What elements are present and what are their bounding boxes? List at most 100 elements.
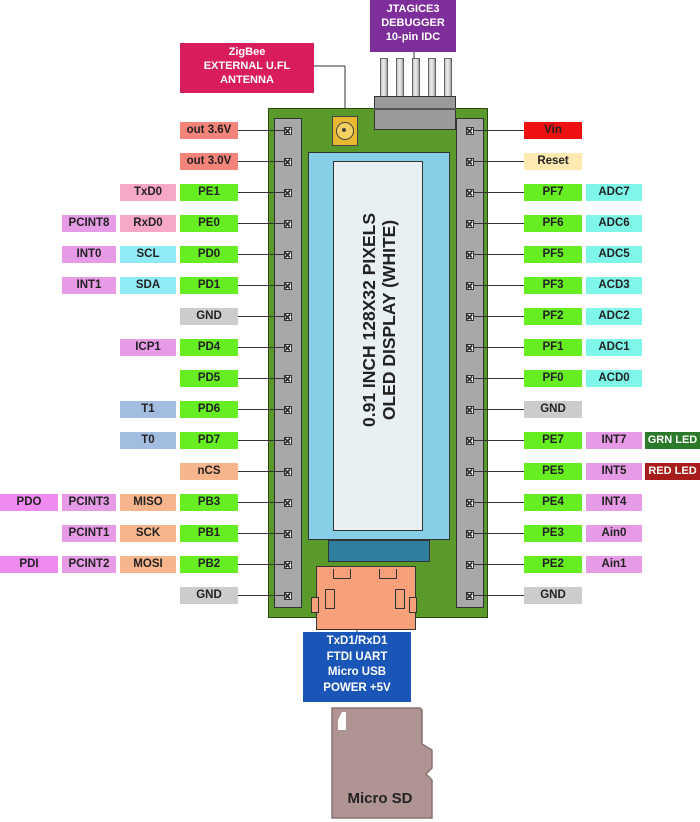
right-pin-leader — [474, 440, 524, 441]
right-pin-leader — [474, 409, 524, 410]
right-pin-leader — [474, 161, 524, 162]
oled-screen — [333, 161, 423, 531]
left-pin-pad — [284, 281, 292, 290]
right-pin-label-int7: INT7 — [586, 432, 642, 449]
left-pin-pad — [284, 219, 292, 228]
left-pin-pad — [284, 436, 292, 445]
left-pin-leader — [238, 502, 284, 503]
left-pin-label-pd6: PD6 — [180, 401, 238, 418]
ufl-connector — [332, 116, 358, 146]
left-pin-label-int0: INT0 — [62, 246, 116, 263]
left-pin-leader — [238, 161, 284, 162]
right-pin-label-pe5: PE5 — [524, 463, 582, 480]
left-pin-pad — [284, 405, 292, 414]
left-pin-leader — [238, 471, 284, 472]
left-pin-leader — [238, 440, 284, 441]
left-pin-pad — [284, 374, 292, 383]
oled-display — [308, 152, 450, 540]
right-pin-label-pe7: PE7 — [524, 432, 582, 449]
left-pin-label-pdo: PDO — [0, 494, 58, 511]
left-pin-leader — [238, 254, 284, 255]
left-pin-leader — [238, 347, 284, 348]
right-pin-leader — [474, 316, 524, 317]
right-pin-pad — [466, 560, 474, 569]
left-pin-pad — [284, 498, 292, 507]
micro-sd-label: Micro SD — [347, 790, 413, 807]
left-pin-label-icp1: ICP1 — [120, 339, 176, 356]
right-pin-pad — [466, 126, 474, 135]
right-pin-leader — [474, 564, 524, 565]
right-pin-label-adc5: ADC5 — [586, 246, 642, 263]
left-pin-label-pd7: PD7 — [180, 432, 238, 449]
jtag-pin — [380, 58, 388, 100]
left-pin-label-out-3-0v: out 3.0V — [180, 153, 238, 170]
left-pin-pad — [284, 312, 292, 321]
left-pin-leader — [238, 223, 284, 224]
zigbee-line-3: ANTENNA — [220, 74, 274, 86]
left-pin-label-pd0: PD0 — [180, 246, 238, 263]
right-pin-label-adc2: ADC2 — [586, 308, 642, 325]
left-pin-label-pcint2: PCINT2 — [62, 556, 116, 573]
right-pin-label-adc7: ADC7 — [586, 184, 642, 201]
right-pin-label-gnd: GND — [524, 401, 582, 418]
zigbee-line-2: EXTERNAL U.FL — [203, 60, 291, 72]
micro-usb-connector — [311, 566, 417, 630]
right-pin-pad — [466, 591, 474, 600]
display-ribbon — [328, 540, 430, 562]
left-pin-label-rxd0: RxD0 — [120, 215, 176, 232]
led-label-grn-led: GRN LED — [645, 432, 700, 449]
left-pin-pad — [284, 188, 292, 197]
right-pin-pad — [466, 281, 474, 290]
left-pin-leader — [238, 595, 284, 596]
right-pin-label-vin: Vin — [524, 122, 582, 139]
jtag-line-2: DEBUGGER — [381, 17, 445, 29]
left-pin-label-pcint8: PCINT8 — [62, 215, 116, 232]
right-pin-pad — [466, 405, 474, 414]
right-pin-label-int4: INT4 — [586, 494, 642, 511]
left-pin-label-gnd: GND — [180, 587, 238, 604]
right-pin-pad — [466, 250, 474, 259]
right-pin-pad — [466, 343, 474, 352]
left-pin-leader — [238, 130, 284, 131]
jtag-callout: JTAGICE3 DEBUGGER 10-pin IDC — [370, 0, 456, 52]
left-pin-label-pdi: PDI — [0, 556, 58, 573]
left-pin-pad — [284, 560, 292, 569]
right-pin-label-adc6: ADC6 — [586, 215, 642, 232]
left-pin-label-pd4: PD4 — [180, 339, 238, 356]
right-pin-pad — [466, 219, 474, 228]
left-pin-label-pcint1: PCINT1 — [62, 525, 116, 542]
left-pin-leader — [238, 316, 284, 317]
micro-sd-card — [331, 707, 433, 819]
right-pin-label-pe4: PE4 — [524, 494, 582, 511]
left-pin-pad — [284, 529, 292, 538]
right-pin-header — [456, 118, 484, 608]
usb-line-4: POWER +5V — [323, 681, 391, 694]
right-pin-pad — [466, 467, 474, 476]
jtag-header-slot — [374, 108, 456, 110]
right-pin-label-acd3: ACD3 — [586, 277, 642, 294]
right-pin-label-pf6: PF6 — [524, 215, 582, 232]
left-pin-leader — [238, 285, 284, 286]
left-pin-pad — [284, 126, 292, 135]
right-pin-leader — [474, 502, 524, 503]
right-pin-pad — [466, 374, 474, 383]
right-pin-label-ain0: Ain0 — [586, 525, 642, 542]
jtag-pin — [412, 58, 420, 100]
left-pin-label-sda: SDA — [120, 277, 176, 294]
right-pin-label-ain1: Ain1 — [586, 556, 642, 573]
left-pin-pad — [284, 250, 292, 259]
right-pin-leader — [474, 378, 524, 379]
left-pin-pad — [284, 157, 292, 166]
right-pin-leader — [474, 285, 524, 286]
left-pin-label-out-3-6v: out 3.6V — [180, 122, 238, 139]
right-pin-label-pe3: PE3 — [524, 525, 582, 542]
left-pin-label-pb3: PB3 — [180, 494, 238, 511]
left-pin-label-pe1: PE1 — [180, 184, 238, 201]
left-pin-pad — [284, 343, 292, 352]
right-pin-label-pe2: PE2 — [524, 556, 582, 573]
left-pin-label-gnd: GND — [180, 308, 238, 325]
right-pin-leader — [474, 130, 524, 131]
right-pin-label-pf3: PF3 — [524, 277, 582, 294]
